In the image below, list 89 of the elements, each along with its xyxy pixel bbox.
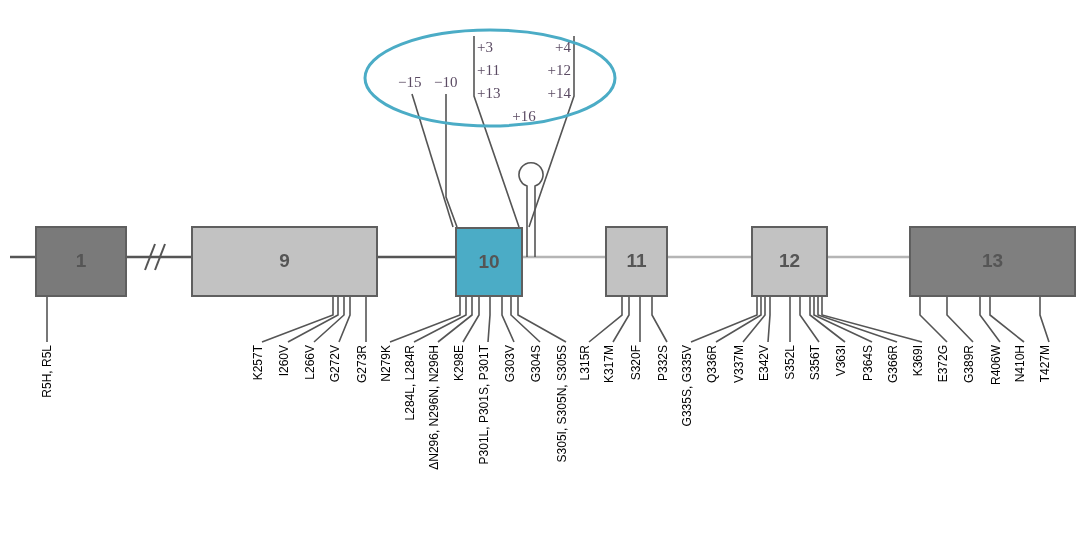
leader-line bbox=[715, 296, 762, 343]
mutation-label: L284L, L284R bbox=[402, 345, 418, 421]
mutation-label: K257T bbox=[250, 345, 266, 381]
leader-line bbox=[690, 296, 758, 343]
splice-mutation-label: +12 bbox=[547, 61, 571, 80]
leader-line bbox=[821, 296, 923, 343]
leader-line bbox=[588, 296, 623, 343]
intron-line bbox=[828, 255, 909, 259]
leader-line bbox=[813, 296, 873, 343]
mutation-label: G335S, G335V bbox=[679, 345, 695, 427]
exon-box: 10 bbox=[455, 227, 523, 297]
mutation-label: V337M bbox=[731, 345, 747, 384]
mutation-label: N279K bbox=[378, 345, 394, 382]
mutation-label: L266V bbox=[302, 345, 318, 380]
leader-line bbox=[365, 296, 367, 343]
mutation-label: K369I bbox=[910, 345, 926, 377]
mutation-label: G304S bbox=[528, 345, 544, 383]
splice-mutation-label: +13 bbox=[477, 84, 501, 103]
leader-line bbox=[742, 296, 766, 343]
leader-line bbox=[809, 296, 846, 343]
leader-line bbox=[767, 296, 771, 343]
exon-box: 9 bbox=[191, 226, 378, 297]
mutation-label: S356T bbox=[807, 345, 823, 381]
leader-line bbox=[817, 296, 898, 343]
leader-line bbox=[46, 296, 48, 343]
splice-mutation-label: +3 bbox=[477, 38, 493, 57]
leader-line bbox=[528, 35, 575, 228]
intron-line bbox=[378, 255, 455, 259]
mutation-label: T427M bbox=[1037, 345, 1053, 383]
mutation-label: K298E bbox=[451, 345, 467, 382]
leader-line bbox=[338, 296, 351, 343]
splice-mutation-label: −15 bbox=[398, 72, 422, 92]
splice-mutation-label: −10 bbox=[434, 72, 458, 92]
leader-line bbox=[261, 296, 334, 343]
mutation-label: P364S bbox=[860, 345, 876, 382]
mutation-label: N410H bbox=[1012, 345, 1028, 383]
leader-line bbox=[919, 296, 948, 343]
leader-line bbox=[462, 296, 480, 343]
mutation-label: S352L bbox=[782, 345, 798, 380]
leader-line bbox=[1039, 296, 1050, 343]
mutation-label: S305I, S305N, S305S bbox=[554, 345, 570, 463]
leader-line bbox=[473, 35, 520, 228]
leader-line bbox=[612, 296, 630, 343]
leader-line bbox=[389, 296, 461, 343]
splice-mutation-label: +14 bbox=[547, 84, 571, 103]
leader-line bbox=[979, 296, 1001, 343]
mutation-label: R5H, R5L bbox=[39, 345, 55, 398]
splice-mutation-label: +11 bbox=[477, 61, 500, 80]
mutation-label: V363I bbox=[833, 345, 849, 377]
leader-line bbox=[946, 296, 974, 343]
intron-line bbox=[127, 255, 191, 259]
mutation-label: G366R bbox=[885, 345, 901, 384]
intron-line bbox=[10, 255, 35, 259]
mutation-label: G273R bbox=[354, 345, 370, 384]
intron-line bbox=[523, 255, 605, 259]
splice-mutation-label: +4 bbox=[555, 38, 571, 57]
leader-line bbox=[437, 296, 473, 343]
leader-line bbox=[445, 93, 458, 228]
mutation-label: I260V bbox=[276, 345, 292, 377]
mutation-label: G303V bbox=[502, 345, 518, 383]
leader-line bbox=[411, 93, 454, 228]
leader-line bbox=[501, 296, 515, 343]
mutation-label: E372G bbox=[935, 345, 951, 383]
leader-line bbox=[287, 296, 339, 343]
mutation-label: P301L, P301S, P301T bbox=[476, 345, 492, 465]
leader-line bbox=[639, 296, 641, 343]
splice-mutation-label: +16 bbox=[512, 107, 536, 126]
mutation-label: ΔN296, N296N, N296H bbox=[426, 345, 442, 470]
mutation-label: K317M bbox=[601, 345, 617, 384]
intron-line bbox=[668, 255, 751, 259]
exon-box: 11 bbox=[605, 226, 668, 297]
leader-line bbox=[799, 296, 820, 343]
leader-line bbox=[487, 296, 491, 343]
mutation-label: E342V bbox=[756, 345, 772, 382]
leader-line bbox=[510, 296, 541, 343]
mutation-label: P332S bbox=[655, 345, 671, 382]
mutation-label: Q336R bbox=[704, 345, 720, 384]
mutation-label: L315R bbox=[577, 345, 593, 381]
mutation-label: G389R bbox=[961, 345, 977, 384]
leader-line bbox=[413, 296, 467, 343]
leader-line bbox=[651, 296, 668, 343]
mutation-label: S320F bbox=[628, 345, 644, 381]
leader-line bbox=[789, 296, 791, 343]
mutation-label: R406W bbox=[988, 345, 1004, 385]
exon-box: 12 bbox=[751, 226, 828, 297]
leader-line bbox=[989, 296, 1025, 343]
mutation-label: G272V bbox=[327, 345, 343, 383]
leader-line bbox=[517, 296, 567, 343]
leader-line bbox=[313, 296, 345, 343]
